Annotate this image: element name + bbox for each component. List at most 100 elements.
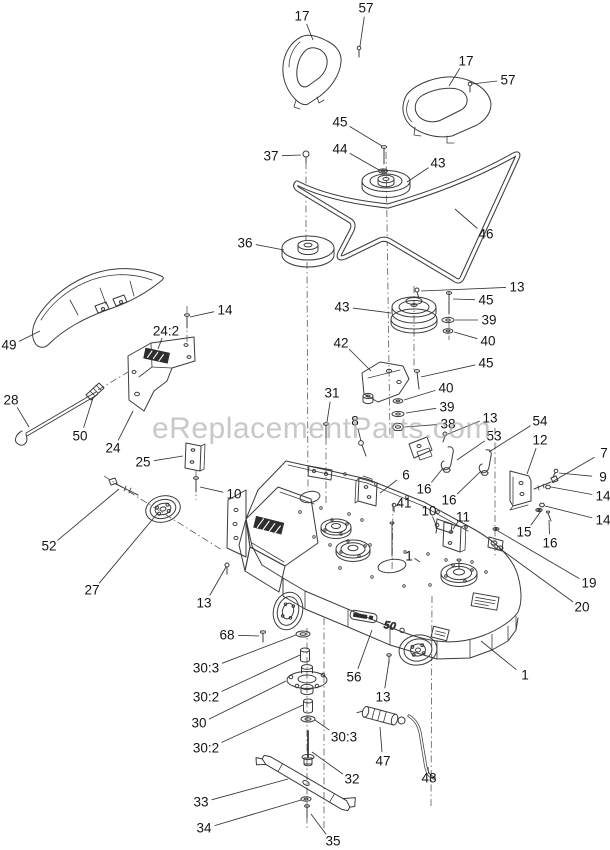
part-callout: 14: [595, 513, 610, 528]
leader-line: [480, 640, 517, 670]
leader-line: [405, 407, 437, 414]
idler-pulley-36: [281, 235, 335, 268]
leader-line: [357, 428, 362, 442]
part-callout: 52: [41, 539, 56, 554]
part-callout: 17: [458, 54, 473, 69]
nut-38: [391, 423, 405, 431]
leader-line: [471, 80, 498, 85]
screw-37: [302, 150, 310, 164]
part-callout: 30:2: [193, 741, 219, 756]
part-callout: 7: [600, 446, 608, 461]
bolt-45-mid: [445, 291, 453, 315]
screw-57-right: [467, 81, 473, 93]
pin-16: [545, 510, 552, 522]
belt-cover-right: [402, 76, 492, 144]
front-stripe-decal: [349, 609, 378, 624]
part-callout: 14: [595, 489, 610, 504]
leader-line: [352, 307, 392, 314]
bolt-31: [323, 422, 329, 439]
bolt-41: [391, 502, 397, 513]
leader-line: [395, 503, 401, 507]
part-callout: 13: [375, 690, 390, 705]
washer-39-upper: [441, 316, 455, 324]
spindle-pulley-right: [440, 558, 478, 587]
idler-pulley-43-top: [361, 170, 411, 198]
part-callout: 8: [351, 414, 359, 429]
chute-decal: [253, 515, 285, 535]
part-callout: 1: [521, 668, 529, 683]
part-callout: 15: [516, 525, 531, 540]
bracket-24: [127, 336, 196, 412]
leader-line: [453, 331, 478, 340]
part-callout: 20: [574, 600, 589, 615]
spindle-pulley-center: [335, 539, 371, 562]
part-callout: 12: [532, 433, 547, 448]
bracket-6: [354, 475, 378, 507]
leader-line: [314, 719, 330, 731]
part-callout: 16: [416, 482, 431, 497]
belt-cover-left: [282, 34, 342, 110]
leader-line: [432, 516, 437, 526]
leader-line: [456, 470, 482, 495]
nut-14-upper: [544, 484, 552, 490]
leader-line: [281, 154, 302, 157]
part-callout: 30:2: [193, 690, 219, 705]
leader-line: [357, 629, 373, 669]
part-callout: 43: [334, 300, 349, 315]
bolt-10-left: [193, 476, 199, 493]
spindle-pulley-left: [320, 518, 352, 539]
leader-line: [420, 364, 476, 378]
v-belt-46: [293, 151, 521, 284]
bolt-13-left: [224, 562, 230, 575]
part-callout: 13: [509, 280, 524, 295]
caster-wheel-27: [145, 495, 181, 523]
part-callout: 35: [325, 834, 340, 849]
deck-wheel-right: [398, 634, 438, 666]
decal-24-2: [143, 347, 170, 364]
part-callout: 19: [581, 576, 596, 591]
leader-line: [221, 634, 297, 664]
part-callout: 50: [72, 429, 87, 444]
leader-line: [211, 778, 289, 801]
part-callout: 54: [532, 414, 548, 429]
part-callout: 45: [478, 356, 493, 371]
mower-blade-33: [255, 754, 356, 812]
leader-line: [403, 389, 436, 401]
leader-line: [431, 467, 444, 483]
part-callout: 47: [375, 754, 390, 769]
washer-30-3-bottom: [300, 715, 316, 723]
leader-line: [189, 311, 215, 318]
part-callout: 34: [196, 821, 212, 836]
part-callout: 39: [439, 400, 454, 415]
leader-line: [349, 152, 380, 171]
part-callout: 10: [421, 504, 436, 519]
bolt-10-right: [434, 522, 440, 534]
idler-arm-42: [361, 361, 410, 405]
leader-line: [551, 456, 595, 483]
washer-40-lower: [392, 398, 404, 404]
spring-50: [85, 382, 105, 401]
part-callout: 13: [196, 596, 211, 611]
leader-line: [414, 558, 421, 563]
leader-line: [447, 420, 480, 435]
j-hook-53: [440, 446, 454, 473]
part-callout: 38: [440, 417, 455, 432]
bracket-25: [184, 442, 206, 472]
leader-line: [548, 519, 550, 535]
leader-line: [221, 654, 301, 692]
leader-line: [311, 751, 344, 775]
leader-line: [544, 505, 593, 519]
leader-line: [526, 448, 537, 475]
part-callout: 45: [478, 293, 493, 308]
idler-pulley-43-mid: [390, 296, 438, 334]
leader-line: [221, 704, 304, 743]
leader-line: [214, 799, 302, 827]
part-callout: 16: [441, 493, 456, 508]
spacer-30-2-bottom: [303, 698, 313, 714]
part-callout: 42: [333, 336, 348, 351]
leader-line: [404, 424, 438, 428]
part-callout: 43: [430, 156, 445, 171]
part-callout: 48: [421, 771, 436, 786]
